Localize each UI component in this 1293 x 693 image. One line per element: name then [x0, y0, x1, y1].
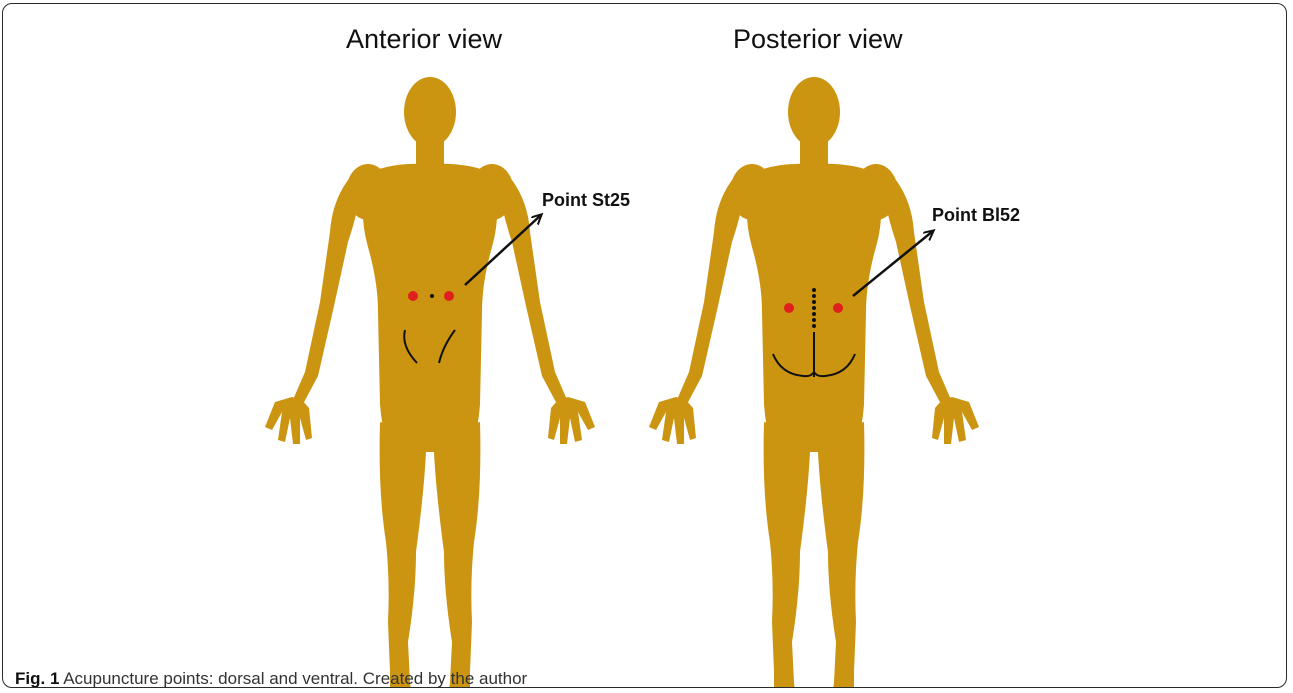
anterior-point-st25-left	[408, 291, 418, 301]
posterior-view-title: Posterior view	[733, 24, 903, 55]
point-st25-label: Point St25	[542, 190, 630, 211]
anterior-view-title: Anterior view	[346, 24, 502, 55]
point-bl52-label: Point Bl52	[932, 205, 1020, 226]
figure-caption: Fig. 1 Acupuncture points: dorsal and ve…	[15, 669, 527, 688]
figure-caption-text: Acupuncture points: dorsal and ventral. …	[59, 669, 527, 688]
anterior-point-st25-right	[444, 291, 454, 301]
anterior-navel-dot	[430, 294, 434, 298]
anterior-body-figure	[265, 77, 595, 688]
posterior-point-bl52-right	[833, 303, 843, 313]
figure-caption-label: Fig. 1	[15, 669, 59, 688]
posterior-point-bl52-left	[784, 303, 794, 313]
figure-illustration	[3, 4, 1287, 688]
figure-frame: Anterior view Posterior view Point St25 …	[2, 3, 1287, 688]
posterior-body-figure	[649, 77, 979, 688]
